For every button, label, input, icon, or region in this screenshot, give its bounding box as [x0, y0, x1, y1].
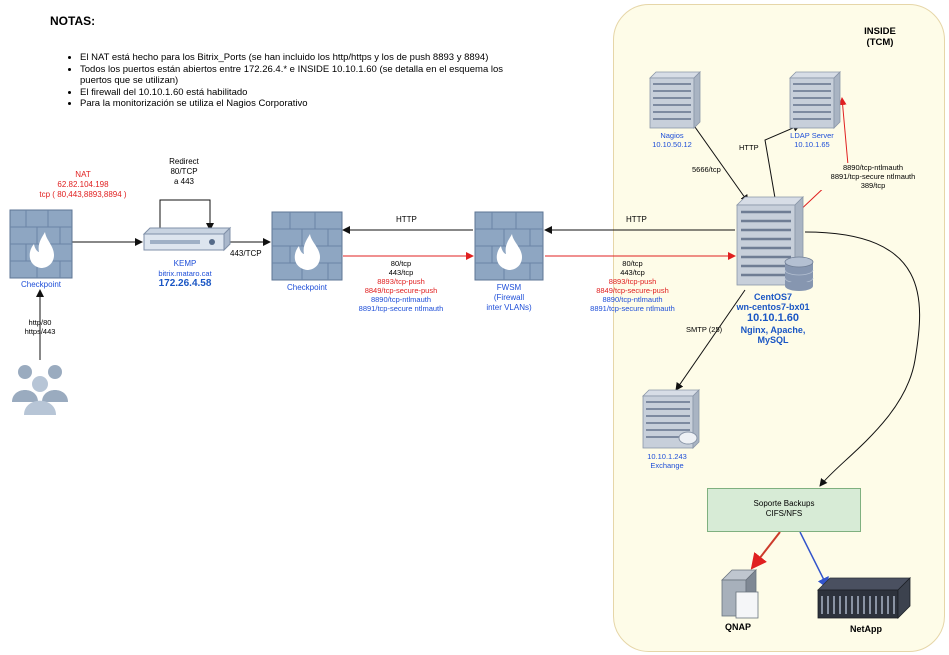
link-kemp-label: 443/TCP [230, 249, 262, 258]
fwsm-label: FWSM (Firewall inter VLANs) [470, 283, 548, 313]
port-item: 8891/tcp-secure ntlmauth [358, 304, 444, 313]
notes-title: NOTAS: [50, 14, 96, 28]
note-item: Para la monitorización se utiliza el Nag… [80, 98, 536, 110]
backup-line1: Soporte Backups [753, 499, 815, 508]
note-item: Todos los puertos están abiertos entre 1… [80, 64, 536, 87]
centos-label: CentOS7 wn-centos7-bx01 10.10.1.60 Nginx… [718, 292, 828, 345]
backup-line2: CIFS/NFS [765, 509, 803, 518]
centos-db: MySQL [757, 335, 789, 345]
storage-array-icon [817, 577, 911, 619]
backup-box: Soporte Backups CIFS/NFS [707, 488, 861, 532]
firewall-icon [271, 211, 343, 281]
redirect-label: Redirect 80/TCP a 443 [155, 157, 213, 187]
http-right-label: HTTP [626, 215, 647, 224]
ldap-ports: 8890/tcp-ntlmauth 8891/tcp-secure ntlmau… [817, 163, 929, 190]
exchange-name: Exchange [650, 461, 684, 470]
firewall-icon [9, 209, 73, 279]
server-icon [789, 71, 841, 129]
ldap-port: 8891/tcp-secure ntlmauth [830, 172, 916, 181]
http-mid-label: HTTP [396, 215, 417, 224]
users-ports: http/80 https/443 [10, 318, 70, 336]
checkpoint-mid-label: Checkpoint [286, 283, 328, 292]
ldap-label: LDAP Server 10.10.1.65 [780, 131, 844, 149]
port-item: 8891/tcp-secure ntlmauth [590, 304, 675, 313]
port-item: 8849/tcp-secure-push [596, 286, 669, 295]
nagios-ip: 10.10.50.12 [652, 140, 692, 149]
note-item: El firewall del 10.10.1.60 está habilita… [80, 87, 536, 99]
inside-zone-title: INSIDE (TCM) [850, 26, 910, 48]
port-item: 443/tcp [620, 268, 645, 277]
users-ports-https: https/443 [24, 327, 56, 336]
link-backup-netapp [799, 531, 829, 590]
ldap-port: 8890/tcp-ntlmauth [842, 163, 904, 172]
centos-os: CentOS7 [753, 292, 792, 302]
firewall-icon [474, 211, 544, 281]
notes-block: El NAT está hecho para los Bitrix_Ports … [66, 52, 536, 110]
centos-ip: 10.10.1.60 [747, 312, 799, 324]
link-centos-ldap [764, 124, 801, 199]
redirect-loop [159, 199, 214, 232]
inside-title-line1: INSIDE [864, 26, 896, 37]
server-icon [642, 389, 700, 449]
ports-right: 80/tcp 443/tcp 8893/tcp-push 8849/tcp-se… [575, 259, 690, 313]
ldap-name: LDAP Server [790, 131, 834, 140]
centos-host: wn-centos7-bx01 [736, 302, 810, 312]
fwsm-line2: (Firewall [493, 293, 525, 302]
kemp-label-block: KEMP bitrix.mataro.cat 172.26.4.58 [130, 259, 240, 290]
kemp-label: KEMP [173, 259, 197, 268]
redirect-line2: 80/TCP [170, 167, 198, 176]
http-top-label: HTTP [739, 143, 759, 152]
kemp-ip: 172.26.4.58 [158, 278, 212, 289]
inside-title-line2: (TCM) [866, 37, 894, 48]
nagios-port-label: 5666/tcp [692, 165, 721, 174]
smtp-label: SMTP (25) [686, 325, 723, 334]
ldap-ip: 10.10.1.65 [794, 140, 830, 149]
exchange-label: 10.10.1.243 Exchange [630, 452, 704, 470]
fwsm-line1: FWSM [496, 283, 522, 292]
port-item: 8890/tcp-ntlmauth [602, 295, 663, 304]
port-item: 80/tcp [390, 259, 412, 268]
kemp-host: bitrix.mataro.cat [158, 269, 212, 278]
server-icon [649, 71, 701, 129]
nat-ip: 62.82.104.198 [57, 180, 109, 189]
link-nagios-centos [689, 119, 749, 203]
nagios-name: Nagios [660, 131, 684, 140]
load-balancer-icon [142, 226, 232, 252]
port-item: 8893/tcp-push [608, 277, 657, 286]
port-item: 80/tcp [622, 259, 643, 268]
qnap-label: QNAP [724, 622, 751, 632]
ldap-port: 389/tcp [860, 181, 886, 190]
link-centos-exchange [675, 289, 746, 391]
ports-mid: 80/tcp 443/tcp 8893/tcp-push 8849/tcp-se… [345, 259, 457, 313]
database-icon [784, 256, 814, 291]
fwsm-line3: inter VLANs) [486, 303, 532, 312]
nat-label: NAT [75, 170, 91, 179]
port-item: 8849/tcp-secure-push [364, 286, 438, 295]
link-centos-backup [804, 231, 921, 487]
exchange-ip: 10.10.1.243 [647, 452, 687, 461]
note-item: El NAT está hecho para los Bitrix_Ports … [80, 52, 536, 64]
nas-icon [721, 569, 759, 619]
nagios-label: Nagios 10.10.50.12 [640, 131, 704, 149]
port-item: 443/tcp [388, 268, 414, 277]
port-item: 8890/tcp-ntlmauth [370, 295, 432, 304]
nat-ports: tcp ( 80,443,8893,8894 ) [39, 190, 127, 199]
redirect-line1: Redirect [169, 157, 199, 166]
port-item: 8893/tcp-push [377, 277, 425, 286]
nat-label-block: NAT 62.82.104.198 tcp ( 80,443,8893,8894… [24, 170, 142, 200]
notes-list: El NAT está hecho para los Bitrix_Ports … [66, 52, 536, 110]
users-icon [12, 365, 68, 415]
redirect-line3: a 443 [173, 177, 195, 186]
users-ports-http: http/80 [28, 318, 52, 327]
link-backup-qnap [750, 531, 781, 570]
checkpoint-left-label: Checkpoint [20, 280, 62, 289]
centos-stack: Nginx, Apache, [740, 325, 806, 335]
netapp-label: NetApp [850, 624, 882, 634]
